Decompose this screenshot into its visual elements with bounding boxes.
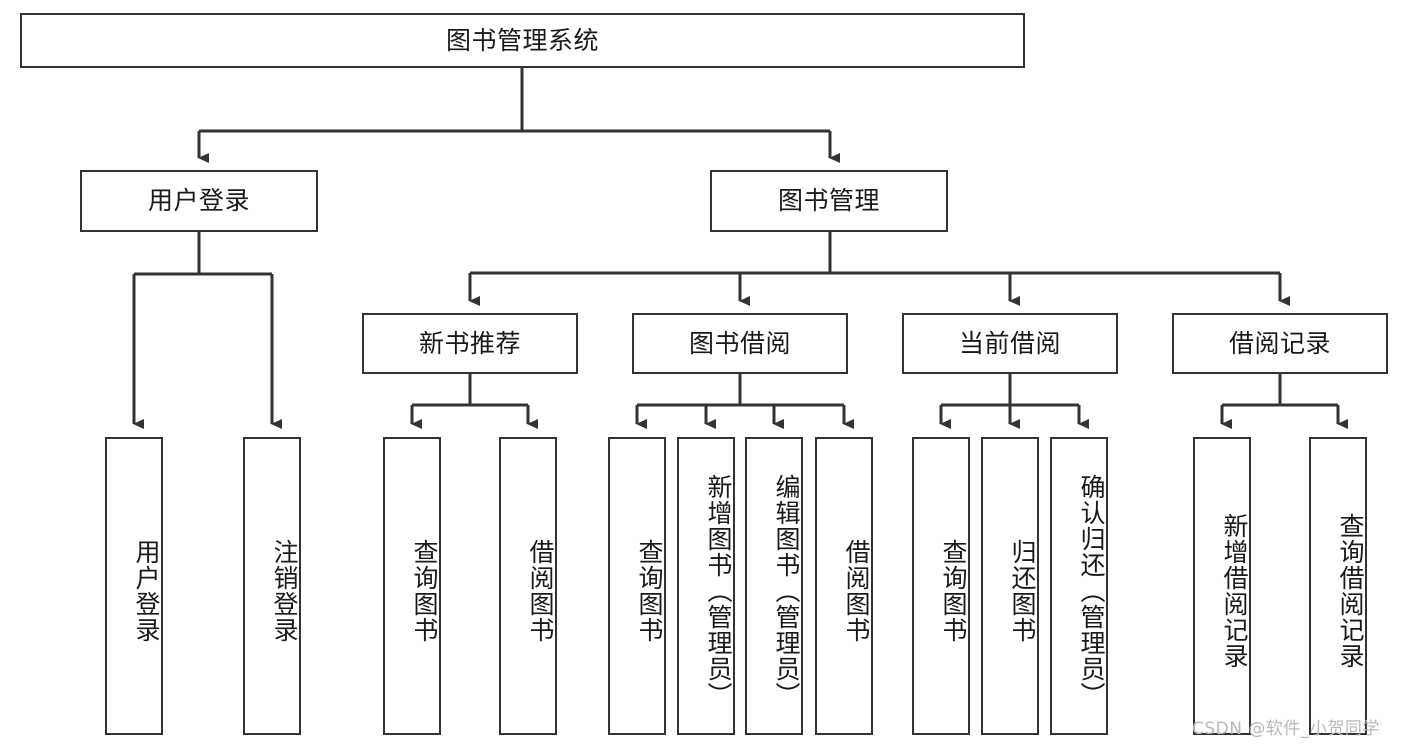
leaf-label: 查询借阅记录 (1336, 513, 1365, 669)
leaf-borrow-book-new[interactable]: 借阅图书 (499, 437, 557, 735)
leaf-label: 确认归还（管理员） (1077, 474, 1106, 708)
node-user-login[interactable]: 用户登录 (80, 170, 318, 232)
leaf-label: 归还图书 (1008, 539, 1037, 643)
leaf-label: 用户登录 (132, 539, 161, 643)
leaf-label: 新增借阅记录 (1220, 513, 1249, 669)
node-book-management[interactable]: 图书管理 (710, 170, 948, 232)
leaf-label: 借阅图书 (526, 539, 555, 643)
leaf-label: 查询图书 (939, 539, 968, 643)
leaf-add-borrow-record[interactable]: 新增借阅记录 (1193, 437, 1251, 735)
csdn-watermark: CSDN @软件_小贺同学 (1192, 719, 1380, 739)
leaf-return-book[interactable]: 归还图书 (981, 437, 1039, 735)
node-book-borrow[interactable]: 图书借阅 (632, 313, 848, 374)
leaf-label: 查询图书 (635, 539, 664, 643)
leaf-confirm-return-admin[interactable]: 确认归还（管理员） (1050, 437, 1108, 735)
leaf-query-book-current[interactable]: 查询图书 (912, 437, 970, 735)
leaf-user-logout[interactable]: 注销登录 (243, 437, 301, 735)
leaf-label: 注销登录 (270, 539, 299, 643)
leaf-borrow-book[interactable]: 借阅图书 (815, 437, 873, 735)
node-current-borrow[interactable]: 当前借阅 (902, 313, 1118, 374)
leaf-edit-book-admin[interactable]: 编辑图书（管理员） (745, 437, 803, 735)
leaf-label: 借阅图书 (842, 539, 871, 643)
leaf-query-borrow-record[interactable]: 查询借阅记录 (1309, 437, 1367, 735)
leaf-add-book-admin[interactable]: 新增图书（管理员） (677, 437, 735, 735)
leaf-query-book-new[interactable]: 查询图书 (383, 437, 441, 735)
leaf-user-login[interactable]: 用户登录 (105, 437, 163, 735)
node-borrow-records[interactable]: 借阅记录 (1172, 313, 1388, 374)
node-root-system[interactable]: 图书管理系统 (20, 13, 1025, 68)
leaf-query-book-borrow[interactable]: 查询图书 (608, 437, 666, 735)
leaf-label: 新增图书（管理员） (704, 474, 733, 708)
leaf-label: 查询图书 (410, 539, 439, 643)
node-new-book-recommend[interactable]: 新书推荐 (362, 313, 578, 374)
leaf-label: 编辑图书（管理员） (772, 474, 801, 708)
